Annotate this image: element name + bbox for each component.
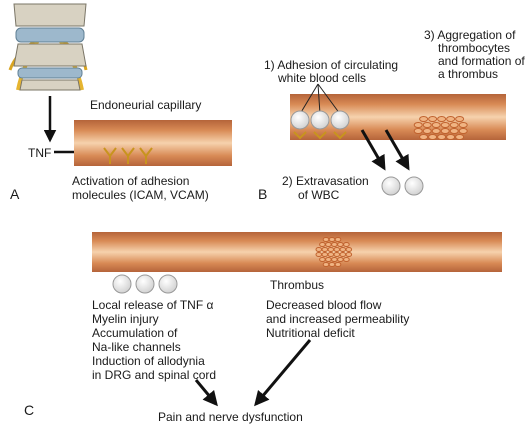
thrombus-label: Thrombus bbox=[270, 278, 325, 292]
capillary-c bbox=[92, 232, 502, 272]
platelet bbox=[339, 247, 347, 252]
platelet bbox=[431, 128, 441, 134]
platelet bbox=[345, 252, 353, 257]
platelet bbox=[315, 247, 323, 252]
platelet bbox=[413, 122, 423, 128]
platelet bbox=[334, 237, 342, 242]
activation-label-line1: Activation of adhesion bbox=[72, 174, 190, 188]
platelet bbox=[331, 257, 338, 262]
platelet bbox=[337, 242, 344, 247]
platelet bbox=[331, 242, 338, 247]
left-effect-1: Local release of TNF α bbox=[92, 298, 214, 312]
activation-label-line2: molecules (ICAM, VCAM) bbox=[72, 188, 209, 202]
platelet bbox=[322, 262, 330, 267]
platelet bbox=[428, 116, 438, 122]
platelet bbox=[455, 134, 465, 140]
platelet bbox=[437, 116, 447, 122]
platelet bbox=[321, 247, 329, 252]
spine-illustration bbox=[8, 3, 88, 91]
left-effect-4: Na-like channels bbox=[92, 340, 181, 354]
extravasation-arrow-2 bbox=[384, 129, 410, 171]
platelet bbox=[343, 242, 350, 247]
extravasated-white-blood-cells bbox=[381, 176, 424, 196]
platelet bbox=[315, 252, 323, 257]
platelet bbox=[319, 257, 326, 262]
platelet bbox=[449, 128, 459, 134]
outcome-label: Pain and nerve dysfunction bbox=[158, 410, 303, 424]
right-effect-1: Decreased blood flow bbox=[266, 298, 382, 312]
endoneurial-capillary bbox=[74, 120, 232, 166]
platelet bbox=[333, 252, 341, 257]
platelet bbox=[428, 134, 438, 140]
label-pointer-lines bbox=[299, 83, 341, 115]
panel-a-letter: A bbox=[10, 186, 20, 202]
left-effect-2: Myelin injury bbox=[92, 312, 159, 326]
platelet bbox=[437, 134, 447, 140]
platelet bbox=[422, 122, 432, 128]
thrombus bbox=[315, 237, 353, 267]
extravasation-arrow-1 bbox=[360, 129, 386, 171]
platelet bbox=[333, 247, 341, 252]
adhesion-molecules bbox=[103, 147, 153, 164]
platelet bbox=[321, 252, 329, 257]
panel-c-letter: C bbox=[24, 402, 35, 418]
platelet bbox=[440, 128, 450, 134]
platelet bbox=[422, 128, 432, 134]
platelet bbox=[334, 262, 342, 267]
platelet bbox=[458, 122, 468, 128]
panel-b-letter: B bbox=[258, 186, 268, 202]
right-effects-arrow bbox=[254, 339, 312, 407]
platelet bbox=[328, 262, 336, 267]
platelet bbox=[327, 247, 335, 252]
platelet bbox=[325, 257, 332, 262]
platelet bbox=[325, 242, 332, 247]
step3-label-line2: thrombocytes bbox=[438, 41, 511, 55]
platelet bbox=[328, 237, 336, 242]
white-blood-cells-adhered bbox=[290, 110, 350, 130]
platelet bbox=[339, 252, 347, 257]
thrombocyte-aggregation bbox=[413, 116, 468, 140]
left-effects-arrow bbox=[194, 379, 218, 407]
step1-label-line2: white blood cells bbox=[278, 71, 367, 85]
platelet bbox=[455, 116, 465, 122]
platelet bbox=[458, 128, 468, 134]
platelet bbox=[345, 247, 353, 252]
platelet bbox=[419, 116, 429, 122]
right-effect-3: Nutritional deficit bbox=[266, 326, 355, 340]
endoneurial-capillary-label: Endoneurial capillary bbox=[90, 98, 202, 112]
platelet bbox=[446, 116, 456, 122]
step3-label-line3: and formation of bbox=[438, 54, 525, 68]
white-blood-cells-c bbox=[112, 274, 178, 294]
adhesion-molecules-b bbox=[293, 131, 347, 140]
right-effect-2: and increased permeability bbox=[266, 312, 410, 326]
step3-label-line1: 3) Aggregation of bbox=[424, 28, 516, 42]
left-effect-5: Induction of allodynia bbox=[92, 354, 205, 368]
platelet bbox=[337, 257, 344, 262]
step2-label-line2: of WBC bbox=[298, 188, 340, 202]
platelet bbox=[419, 134, 429, 140]
platelet bbox=[413, 128, 423, 134]
step1-label-line1: 1) Adhesion of circulating bbox=[264, 58, 399, 72]
platelet bbox=[322, 237, 330, 242]
left-effect-6: in DRG and spinal cord bbox=[92, 368, 217, 382]
left-effect-3: Accumulation of bbox=[92, 326, 178, 340]
platelet bbox=[440, 122, 450, 128]
platelet bbox=[319, 242, 326, 247]
platelet bbox=[449, 122, 459, 128]
platelet bbox=[343, 257, 350, 262]
platelet bbox=[431, 122, 441, 128]
step2-label-line1: 2) Extravasation bbox=[282, 174, 369, 188]
step3-label-line4: a thrombus bbox=[438, 67, 499, 81]
tnf-label: TNF bbox=[28, 146, 52, 160]
platelet bbox=[327, 252, 335, 257]
platelet bbox=[446, 134, 456, 140]
